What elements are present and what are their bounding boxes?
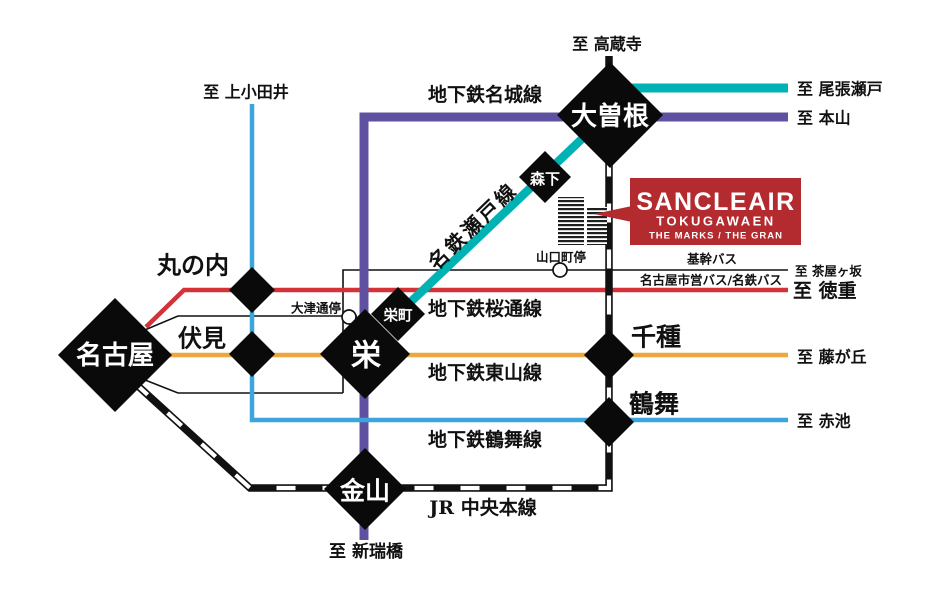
destination-label-owari-seto: 至 尾張瀬戸 (797, 80, 883, 99)
station-label-tsurumai: 鶴舞 (629, 390, 679, 419)
station-diamond-sakae (320, 309, 410, 399)
sakuradori-line (144, 287, 788, 329)
bus-label-city-meitetsu: 名古屋市営バス/名鉄バス (640, 273, 782, 288)
station-diamond-fushimi (229, 331, 275, 377)
destination-label-fujigaoka: 至 藤が丘 (797, 348, 867, 367)
otsudori-bus-stop-marker (341, 309, 357, 325)
station-diamond-kanayama (324, 448, 406, 530)
line-label-sakuradori: 地下鉄桜通線 (428, 297, 542, 320)
destination-label-kozoji: 至 高蔵寺 (572, 35, 642, 54)
line-label-jr-chuo: JR 中央本線 (427, 496, 536, 519)
station-diamond-ozone (557, 62, 663, 168)
station-diamond-morishita (519, 151, 571, 203)
logo-pointer (594, 206, 632, 222)
logo-box (630, 178, 801, 245)
line-label-seto: 名鉄瀬戸線 (423, 177, 522, 274)
seto-line-diagonal (395, 111, 610, 318)
destination-label-akaike: 至 赤池 (797, 412, 851, 431)
station-label-morishita: 森下 (530, 170, 560, 188)
station-diamond-sakaemachi (371, 287, 425, 341)
bus-label-kikan: 基幹バス (686, 252, 737, 267)
station-label-marunouchi: 丸の内 (156, 251, 229, 280)
building-tower-tall (558, 197, 584, 245)
station-diamond-nagoya (58, 298, 172, 412)
jr-chuo-line-dashes (136, 56, 612, 491)
destination-label-aratamabashi: 至 新瑞橋 (329, 541, 404, 562)
station-label-kanayama: 金山 (339, 477, 390, 506)
logo-brand-text: SANCLEAIR (636, 188, 795, 216)
yamaguchicho-bus-stop-marker (552, 262, 568, 278)
station-label-sakaemachi: 栄町 (383, 307, 413, 325)
bus-stop-label-otsudori: 大津通停 (291, 301, 342, 316)
destination-label-kami-otai: 至 上小田井 (203, 83, 289, 102)
station-label-fushimi: 伏見 (178, 324, 226, 353)
station-label-nagoya: 名古屋 (76, 340, 154, 371)
station-diamonds (58, 62, 663, 530)
bus-loop-upper-line (139, 315, 357, 333)
destination-label-motoyama: 至 本山 (797, 109, 851, 128)
line-label-meijo: 地下鉄名城線 (428, 83, 542, 106)
line-label-tsurumai: 地下鉄鶴舞線 (428, 428, 542, 451)
destination-label-chayagasaka: 至 茶屋ヶ坂 (795, 264, 862, 279)
building-tower-short (587, 207, 607, 245)
station-label-sakae: 栄 (351, 339, 381, 374)
bus-stop-label-yamaguchicho: 山口町停 (536, 250, 587, 265)
station-label-ozone: 大曽根 (571, 101, 649, 132)
station-diamond-chikusa (584, 330, 634, 380)
station-diamond-marunouchi (229, 267, 275, 313)
line-label-higashiyama: 地下鉄東山線 (428, 361, 542, 384)
logo-callout: SANCLEAIR TOKUGAWAEN THE MARKS / THE GRA… (594, 178, 801, 245)
destination-label-tokushige: 至 徳重 (793, 279, 857, 302)
logo-sub-text: THE MARKS / THE GRAN (649, 231, 783, 242)
bus-loop-lower-line (139, 377, 343, 394)
station-diamond-tsurumai (584, 397, 634, 447)
station-label-chikusa: 千種 (631, 323, 681, 352)
logo-name-text: TOKUGAWAEN (656, 214, 775, 229)
